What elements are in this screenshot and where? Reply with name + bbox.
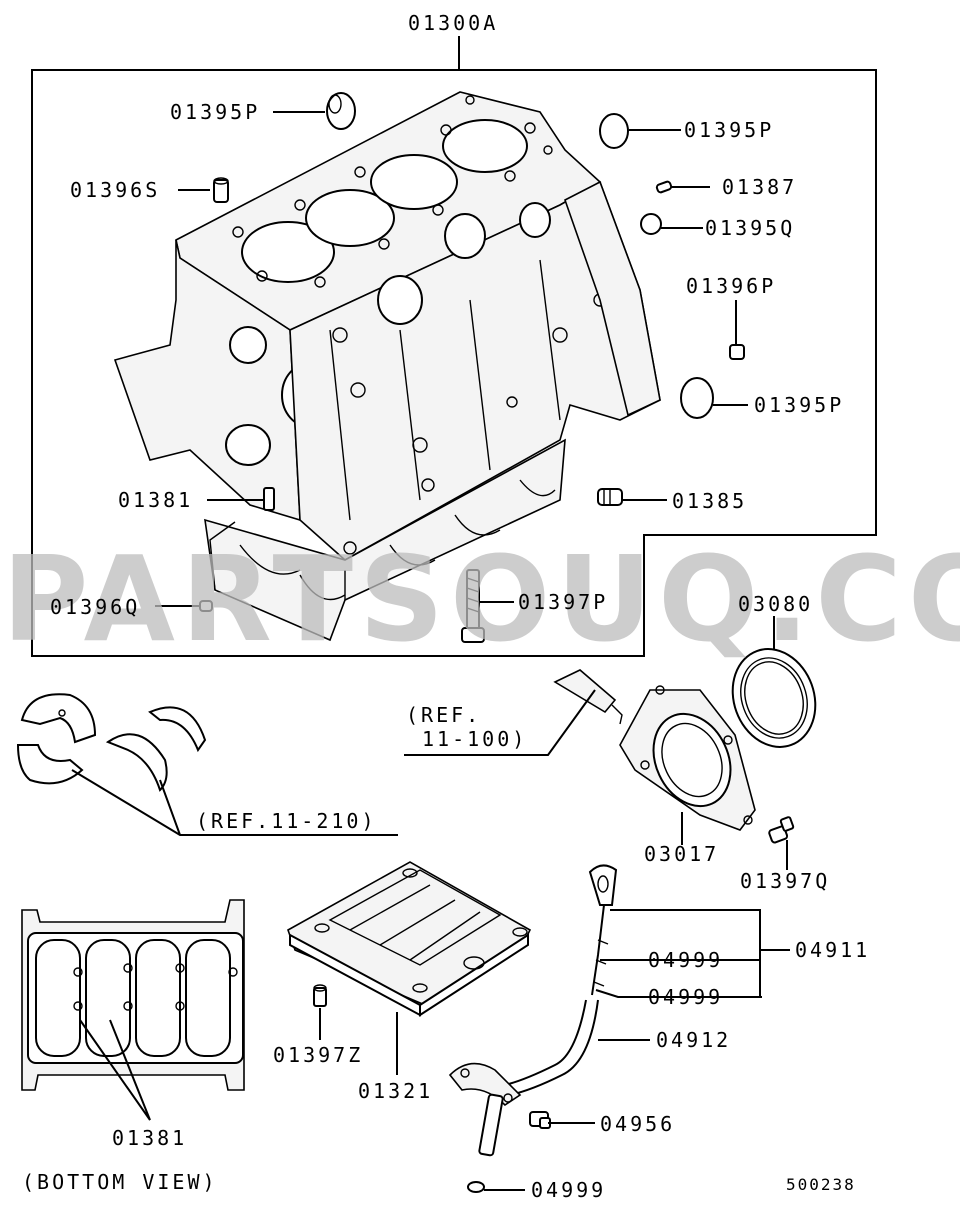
label-01396s: 01396S [70,178,160,202]
pin-01396p [729,344,745,360]
label-03017: 03017 [644,842,719,866]
label-01396p: 01396P [686,274,776,298]
plug-01385 [597,488,623,506]
leader-lines [71,111,790,1191]
oil-level-gauge [588,864,618,996]
label-ref-11-210: (REF.11-210) [196,809,377,833]
label-01397q: 01397Q [740,869,830,893]
main-bearing-shells [16,693,97,785]
label-01395q: 01395Q [705,216,795,240]
figure-id: 500238 [786,1175,856,1194]
watermark: PARTSOUQ.COM [2,530,960,668]
label-01395p-right: 01395P [754,393,844,417]
label-01381-bottom: 01381 [112,1126,187,1150]
cylinder-block-illustration [113,91,661,642]
seal-case-03017 [619,685,756,831]
pin-01387 [655,180,673,194]
o-ring-04999-bottom [467,1181,485,1193]
plug-01395p-right [680,377,714,419]
bolt-01397p [461,569,485,643]
label-04999-upper: 04999 [648,948,723,972]
label-04912: 04912 [656,1028,731,1052]
gauge-guide-tube [448,999,599,1157]
label-ref-11-100-line2: 11-100) [422,727,527,751]
label-04956: 04956 [600,1112,675,1136]
label-ref-11-100-line1: (REF. [406,703,481,727]
bolt-01397q [768,816,795,844]
label-01387: 01387 [722,175,797,199]
plug-01395p-top-left [326,92,356,130]
label-04911: 04911 [795,938,870,962]
bolt-01397z [313,984,327,1007]
label-04999-bottom: 04999 [531,1178,606,1202]
label-03080: 03080 [738,592,813,616]
label-01397z: 01397Z [273,1043,363,1067]
label-01385: 01385 [672,489,747,513]
label-01321: 01321 [358,1079,433,1103]
sealant-tube [553,669,623,725]
block-bottom-view [21,899,245,1091]
oil-seal-03080 [731,648,817,748]
jet-01381 [263,487,275,511]
label-04999-lower: 04999 [648,985,723,1009]
baffle-plate-01321 [287,861,532,1017]
pin-01396s [213,177,229,203]
label-01300a: 01300A [408,11,498,35]
thrust-washers [105,706,207,792]
assembly-frame [31,69,877,657]
bolt-04956 [529,1111,551,1129]
label-01381-top: 01381 [118,488,193,512]
label-01395p-left: 01395P [170,100,260,124]
label-01397p: 01397P [518,590,608,614]
label-01396q: 01396Q [50,595,140,619]
plug-01395p-top-right [599,113,629,149]
bottom-view-caption: (BOTTOM VIEW) [22,1170,218,1194]
plug-01395q [640,213,662,235]
label-01395p-right-top: 01395P [684,118,774,142]
